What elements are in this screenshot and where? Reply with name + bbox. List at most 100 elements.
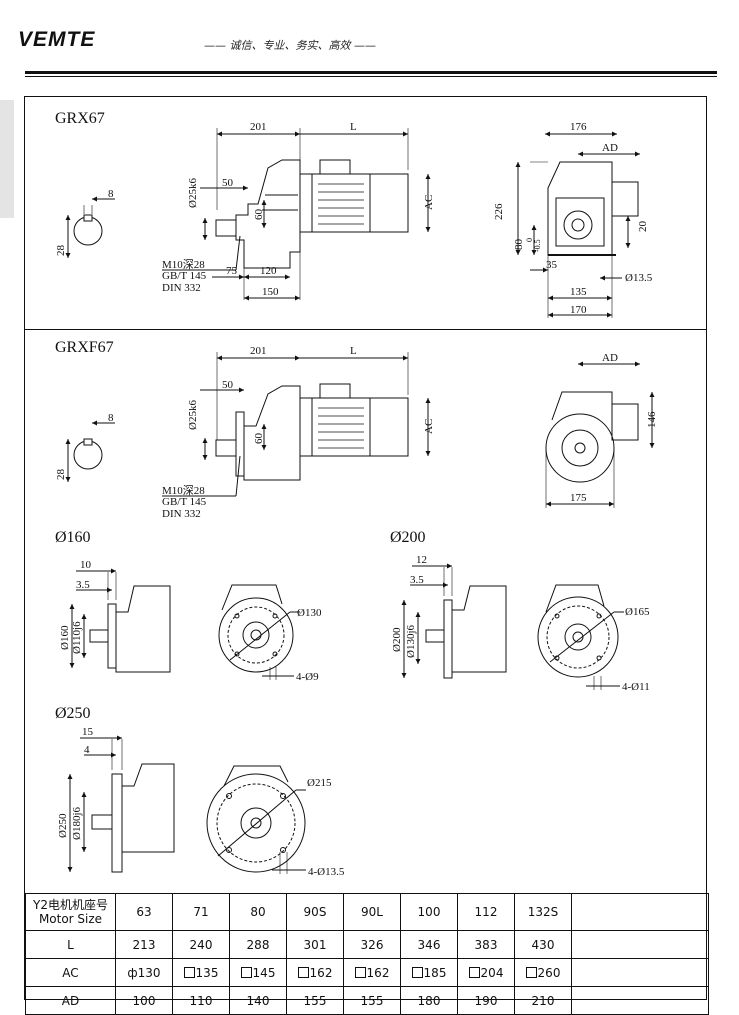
- section-divider: [24, 329, 707, 330]
- table-cell: 71: [172, 893, 230, 931]
- cell-value: 71: [193, 905, 209, 919]
- dim-75: 75: [226, 265, 238, 277]
- header-rule: [25, 71, 717, 74]
- dim-35: 35: [546, 259, 558, 271]
- square-section-icon: [297, 966, 309, 978]
- cell-value: 240: [189, 937, 213, 952]
- row-label: AC: [62, 965, 79, 980]
- thread-spec: M10深28: [162, 258, 205, 271]
- grx67-side-view: 201 L AC 50 Ø25k6 60 M10深28 GB/T 145 DIN…: [162, 121, 435, 301]
- cell-value: 155: [360, 993, 384, 1008]
- dim-AC: AC: [423, 419, 435, 434]
- flange-250-drawings: 15 4 Ø250 Ø180j6 Ø215 4-Ø13.5: [57, 726, 345, 878]
- cell-value: 63: [136, 905, 152, 919]
- cell-value: 346: [417, 937, 441, 952]
- dim-holes: 4-Ø9: [296, 671, 319, 683]
- table-cell: 90L: [343, 893, 401, 931]
- table-cell: 155: [343, 986, 401, 1015]
- square-section-icon: [525, 966, 537, 978]
- flange-160-drawings: 10 3.5 Ø160 Ø110j6 Ø130 4-Ø9: [59, 559, 322, 683]
- cell-value: 80: [250, 905, 266, 919]
- table-cell-empty: [571, 893, 709, 931]
- cell-value: 162: [366, 965, 390, 980]
- row-label: Y2电机机座号: [33, 898, 108, 912]
- dim-60: 60: [253, 209, 265, 221]
- cell-value: 110: [189, 993, 213, 1008]
- table-cell: 383: [457, 930, 515, 959]
- dim-135: 135: [570, 286, 587, 298]
- dim-60: 60: [253, 433, 265, 445]
- thread-spec: M10深28: [162, 484, 205, 497]
- cell-value: 204: [480, 965, 504, 980]
- thread-std2: DIN 332: [162, 282, 201, 294]
- grxf67-title: GRXF67: [55, 339, 114, 356]
- dim-holes: 4-Ø13.5: [308, 866, 345, 878]
- cell-value: 100: [417, 905, 441, 919]
- table-cell: 190: [457, 986, 515, 1015]
- dim-key-depth: 28: [55, 245, 67, 257]
- thread-std1: GB/T 145: [162, 270, 207, 282]
- dim-80-tol-dn: -0.5: [533, 239, 542, 252]
- table-cell: 162: [286, 958, 344, 987]
- dim-key-width: 8: [108, 188, 114, 200]
- grx67-title: GRX67: [55, 110, 105, 127]
- flange-200-title: Ø200: [390, 529, 426, 546]
- side-tab: [0, 100, 14, 218]
- table-cell: 110: [172, 986, 230, 1015]
- header-rule-thin: [25, 76, 717, 77]
- cell-value: 140: [246, 993, 270, 1008]
- dim-120: 120: [260, 265, 277, 277]
- dim-226: 226: [493, 203, 505, 220]
- page-header: VEMTE —— 诚信、专业、务实、高效 ——: [0, 0, 739, 80]
- cell-value: 260: [537, 965, 561, 980]
- dim-80: 80: [513, 239, 525, 251]
- table-cell: 210: [514, 986, 572, 1015]
- grx67-key-section: 8 28: [55, 188, 115, 258]
- dim-146: 146: [646, 411, 658, 428]
- row-header: L: [25, 930, 116, 959]
- cell-value: 288: [246, 937, 270, 952]
- dim-pilot: Ø180j6: [71, 807, 83, 841]
- dim-shaft: Ø25k6: [187, 400, 199, 430]
- flange-160-title: Ø160: [55, 529, 91, 546]
- cell-value: 90S: [303, 905, 327, 919]
- table-cell: 301: [286, 930, 344, 959]
- dim-pilot: Ø130j6: [405, 625, 417, 659]
- table-cell: 90S: [286, 893, 344, 931]
- dim-L: L: [350, 121, 357, 133]
- dim-176: 176: [570, 121, 587, 133]
- row-header: AC: [25, 958, 116, 987]
- dim-201: 201: [250, 121, 267, 133]
- grxf67-key-section: 8 28: [55, 412, 115, 482]
- row-label: L: [67, 937, 74, 952]
- table-cell-empty: [571, 930, 709, 959]
- cell-value: 326: [360, 937, 384, 952]
- dim-outer: Ø160: [59, 625, 71, 650]
- cell-value: 135: [195, 965, 219, 980]
- row-label: AD: [61, 993, 80, 1008]
- table-cell: 430: [514, 930, 572, 959]
- slogan: —— 诚信、专业、务实、高效 ——: [204, 39, 376, 52]
- cell-value: 210: [531, 993, 555, 1008]
- cell-value: ф130: [127, 965, 161, 980]
- square-section-icon: [354, 966, 366, 978]
- dim-outer: Ø200: [391, 627, 403, 652]
- table-cell: 204: [457, 958, 515, 987]
- table-cell: 132S: [514, 893, 572, 931]
- dim-shaft: Ø25k6: [187, 178, 199, 208]
- flange-200-drawings: 12 3.5 Ø200 Ø130j6 Ø165 4-Ø11: [391, 554, 650, 693]
- dim-50: 50: [222, 177, 234, 189]
- dim-L: L: [350, 345, 357, 357]
- grxf67-side-view: 201 L AC 50 Ø25k6 60 M10深28 GB/T 145 DIN…: [162, 345, 435, 520]
- cell-value: 100: [132, 993, 156, 1008]
- table-cell: 140: [229, 986, 287, 1015]
- dim-12: 12: [416, 554, 427, 566]
- dim-50: 50: [222, 379, 234, 391]
